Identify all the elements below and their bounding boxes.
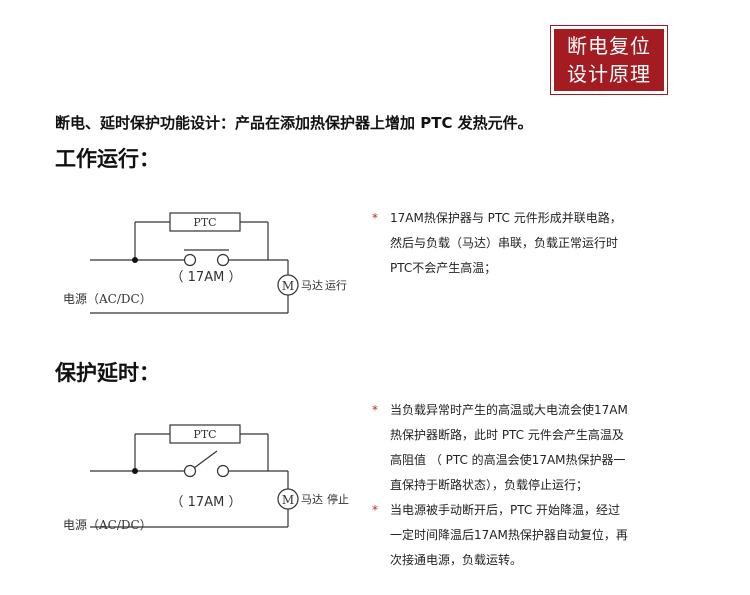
switch-contact-right — [216, 464, 230, 478]
junction-dot — [132, 468, 138, 474]
note-line: 当电源被手动断开后，PTC 开始降温，经过 — [390, 503, 621, 517]
section-title-working: 工作运行： — [55, 147, 160, 171]
bullet-star-icon: * — [372, 503, 378, 517]
note-line: 高阻值 （ PTC 的高温会使17AM热保护器一 — [390, 453, 626, 467]
note-line: 次接通电源，负载运转。 — [390, 553, 523, 567]
note-line: 一定时间降温后17AM热保护器自动复位，再 — [390, 528, 628, 542]
motor-state: 运行 — [325, 279, 347, 292]
note-item: * 当负载异常时产生的高温或大电流会使17AM 热保护器断路，此时 PTC 元件… — [370, 398, 628, 498]
motor-name: 马达 — [301, 279, 323, 292]
power-source-label: 电源（AC/DC） — [63, 518, 152, 532]
title-badge: 断电复位 设计原理 — [550, 25, 668, 95]
bullet-star-icon: * — [372, 403, 378, 417]
badge-line-1: 断电复位 — [567, 34, 651, 58]
section-title-protection: 保护延时： — [55, 361, 160, 385]
motor-symbol — [277, 274, 299, 296]
ptc-label: PTC — [193, 428, 216, 441]
note-line: 当负载异常时产生的高温或大电流会使17AM — [390, 403, 628, 417]
ptc-element — [169, 424, 241, 444]
circuit-diagram-protection: PTC （ 17AM ） M 马达 停止 电源（AC/DC） — [63, 424, 349, 532]
badge-line-2: 设计原理 — [567, 62, 651, 86]
notes-working: * 17AM热保护器与 PTC 元件形成并联电路， 然后与负载（马达）串联，负载… — [370, 206, 622, 281]
switch-contact-left — [183, 464, 197, 478]
switch-label: （ 17AM ） — [171, 270, 242, 285]
ptc-label: PTC — [193, 216, 216, 229]
bullet-star-icon: * — [372, 211, 378, 225]
note-line: 直保持于断路状态），负载停止运行； — [390, 478, 589, 492]
switch-contact-right — [216, 253, 230, 267]
headline: 断电、延时保护功能设计：产品在添加热保护器上增加 PTC 发热元件。 — [55, 114, 533, 132]
junction-dot — [132, 257, 138, 263]
motor-symbol — [277, 488, 299, 510]
switch-label: （ 17AM ） — [171, 495, 242, 510]
note-item: * 当电源被手动断开后，PTC 开始降温，经过 一定时间降温后17AM热保护器自… — [370, 498, 628, 573]
note-line: 然后与负载（马达）串联，负载正常运行时 — [390, 236, 619, 250]
motor-state: 停止 — [327, 492, 349, 506]
note-line: PTC不会产生高温； — [390, 261, 497, 275]
switch-contact-left — [183, 253, 197, 267]
note-line: 17AM热保护器与 PTC 元件形成并联电路， — [390, 211, 622, 225]
notes-protection: * 当负载异常时产生的高温或大电流会使17AM 热保护器断路，此时 PTC 元件… — [370, 398, 628, 573]
circuit-diagram-working: PTC （ 17AM ） M 马达 运行 电源（AC/DC） — [63, 212, 347, 314]
note-line: 热保护器断路，此时 PTC 元件会产生高温及 — [390, 428, 624, 442]
motor-name: 马达 — [301, 493, 323, 506]
note-item: * 17AM热保护器与 PTC 元件形成并联电路， 然后与负载（马达）串联，负载… — [370, 206, 622, 281]
ptc-element — [169, 212, 241, 232]
power-source-label: 电源（AC/DC） — [63, 292, 152, 306]
motor-letter: M — [282, 493, 294, 507]
motor-letter: M — [282, 279, 294, 293]
